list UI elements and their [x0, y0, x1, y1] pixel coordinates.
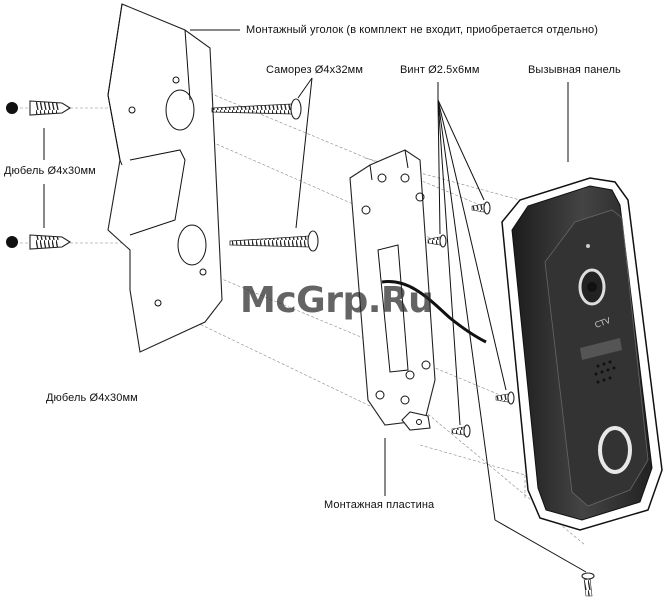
mounting-bracket	[108, 4, 222, 352]
dowel-icon	[6, 101, 70, 115]
call-button-ring-icon	[600, 428, 630, 472]
watermark-text: McGrp.Ru	[240, 280, 433, 321]
screw-icon	[582, 573, 594, 596]
label-small-screw: Винт Ø2.5x6мм	[400, 64, 480, 76]
label-mounting-bracket: Монтажный уголок (в комплект не входит, …	[246, 24, 598, 36]
label-dowel-top: Дюбель Ø4x30мм	[4, 165, 96, 177]
screw-icon	[428, 235, 446, 247]
call-panel: CTV	[502, 178, 662, 530]
dowel-icon	[6, 235, 70, 249]
screw-icon	[212, 99, 301, 119]
label-self-tapping-screw: Саморез Ø4x32мм	[266, 64, 363, 76]
label-dowel-bottom: Дюбель Ø4x30мм	[46, 392, 138, 404]
screw-icon	[230, 231, 318, 251]
label-call-panel: Вызывная панель	[528, 64, 621, 76]
screw-icon	[472, 202, 490, 214]
label-mounting-plate: Монтажная пластина	[324, 499, 434, 511]
screw-icon	[452, 425, 470, 437]
screw-icon	[496, 392, 514, 404]
